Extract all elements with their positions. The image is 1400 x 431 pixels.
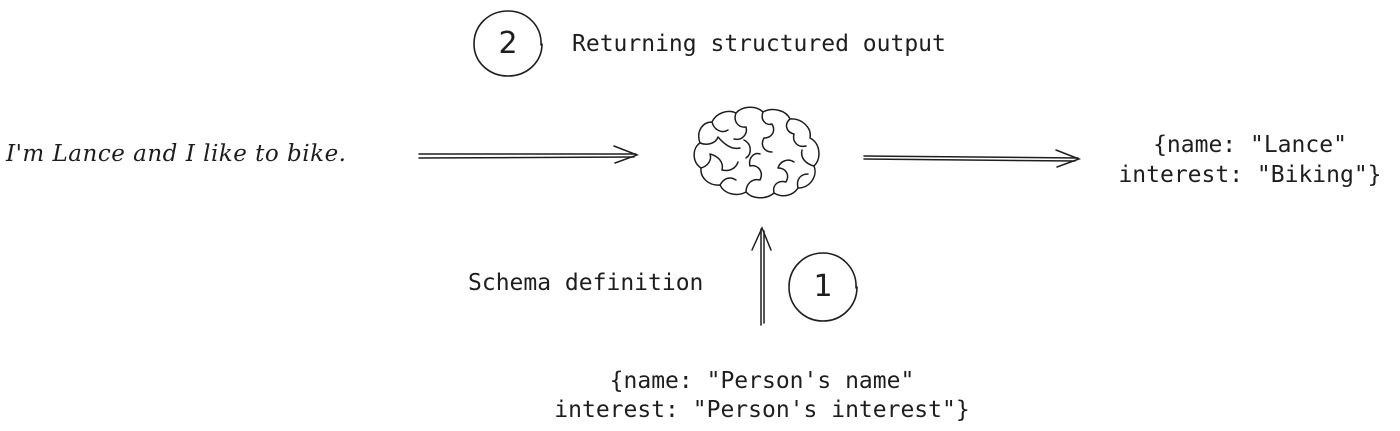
- step-1-number: 1: [813, 269, 833, 304]
- schema-line-1: {name: "Person's name": [609, 368, 915, 394]
- input-text: I'm Lance and I like to bike.: [6, 141, 347, 167]
- schema-line-2: interest: "Person's interest"}: [554, 397, 970, 423]
- schema-arrow: [751, 226, 772, 326]
- input-arrow: [418, 145, 640, 164]
- output-line-1: {name: "Lance": [1153, 132, 1347, 158]
- step-2-label: Returning structured output: [572, 31, 946, 57]
- output-arrow: [863, 149, 1082, 168]
- step-2-number: 2: [498, 26, 518, 61]
- brain-icon: [693, 106, 820, 199]
- step-1-circle: [788, 252, 858, 322]
- step-1-label: Schema definition: [468, 270, 704, 296]
- step-2-circle: [473, 10, 543, 77]
- output-line-2: interest: "Biking"}: [1118, 162, 1382, 188]
